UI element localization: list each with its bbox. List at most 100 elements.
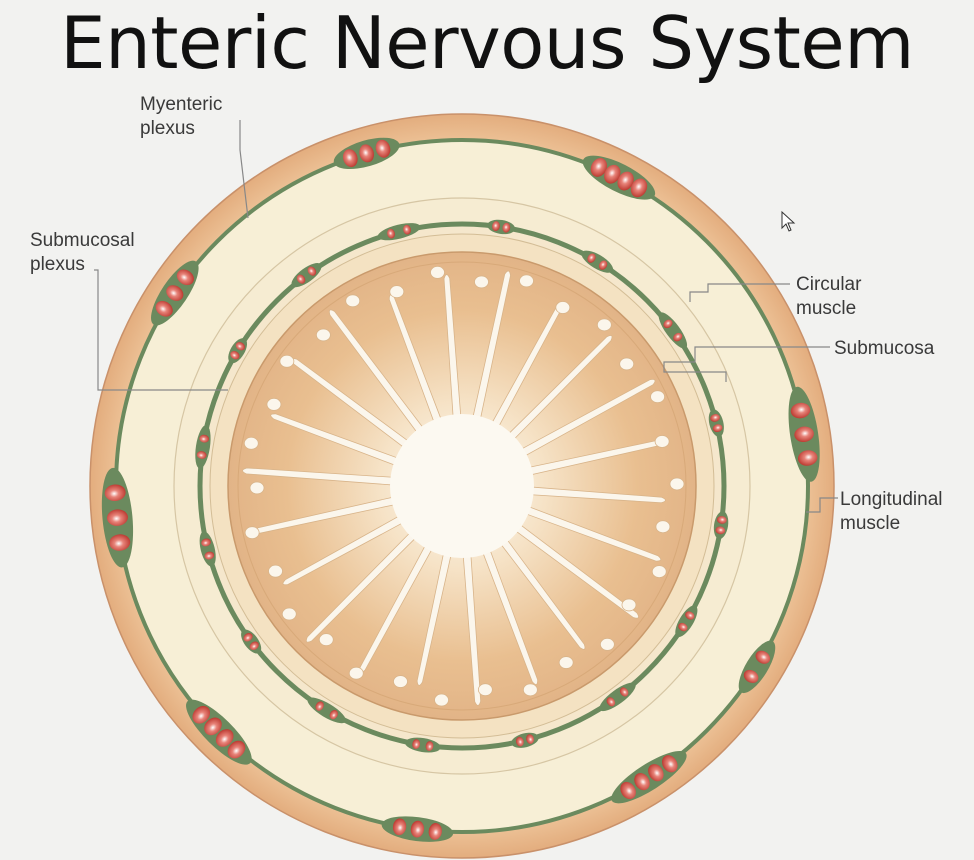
- crypt: [389, 285, 405, 299]
- ganglion: [186, 699, 252, 765]
- villus-fold: [500, 539, 586, 650]
- ganglion-cell: [235, 342, 245, 351]
- villus-fold: [282, 515, 404, 586]
- crypt: [599, 638, 615, 651]
- ganglion: [713, 511, 729, 540]
- ganglion-cell: [215, 729, 234, 747]
- ganglion-cell: [359, 144, 374, 163]
- ganglion: [241, 629, 262, 654]
- ganglion-cell: [176, 269, 194, 286]
- ganglion-cell: [619, 687, 629, 697]
- crypt: [279, 354, 295, 368]
- villus-fold: [462, 555, 482, 706]
- ganglion: [738, 640, 776, 694]
- ganglion-cell: [199, 434, 210, 443]
- ganglion-cell: [598, 260, 608, 270]
- ganglion-cell: [673, 332, 683, 342]
- ganglion-cell: [392, 818, 407, 836]
- ganglion-cell: [604, 164, 621, 184]
- ganglion-cell: [104, 484, 126, 502]
- crypt: [619, 357, 635, 371]
- ganglion-cell: [502, 222, 511, 233]
- ganglion-cell: [296, 274, 306, 284]
- ganglion-cell: [712, 424, 723, 433]
- ganglion-cell: [797, 450, 818, 466]
- villus-fold: [242, 467, 393, 486]
- submucosa-label: Submucosa: [834, 338, 935, 359]
- ganglion: [333, 137, 400, 170]
- ganglion-cell: [166, 285, 184, 301]
- ganglion-cell: [425, 741, 434, 751]
- ganglion-cell: [630, 178, 648, 198]
- ganglion-cell: [106, 509, 128, 526]
- villus-fold: [525, 506, 662, 562]
- ganglion-cell: [515, 736, 524, 747]
- villus-fold: [508, 335, 613, 440]
- ganglion-cell: [755, 650, 771, 664]
- ganglia: [101, 137, 820, 842]
- ganglion-cell: [790, 402, 811, 419]
- villus-fold: [305, 532, 416, 643]
- ganglion-cell: [526, 734, 534, 744]
- villus-fold: [416, 553, 452, 686]
- ganglion: [708, 409, 724, 437]
- ganglion-cell: [387, 228, 395, 239]
- ganglion: [405, 737, 441, 753]
- ganglion: [228, 338, 248, 364]
- ganglion-cell: [109, 534, 131, 551]
- ganglion-cell: [716, 516, 727, 524]
- ganglion-cell: [155, 301, 173, 317]
- ganglion-cell: [375, 139, 391, 158]
- ganglion-cell: [227, 740, 246, 759]
- ganglion: [307, 697, 346, 724]
- ganglion-cell: [204, 717, 222, 736]
- ganglion-cell: [428, 823, 442, 840]
- crypt: [318, 633, 334, 647]
- ganglion-cell: [617, 171, 634, 191]
- ganglion-cell: [620, 781, 636, 800]
- crypt: [558, 656, 574, 669]
- ganglion: [199, 531, 216, 567]
- ganglion-cell: [685, 611, 695, 620]
- crypt: [555, 301, 571, 314]
- crypt: [268, 564, 283, 578]
- crypt: [249, 481, 265, 495]
- circular-leader-line: [689, 283, 790, 302]
- crypt: [348, 666, 364, 680]
- ganglion: [599, 682, 636, 712]
- ganglion: [611, 750, 687, 804]
- ganglion-cell: [587, 253, 596, 263]
- ganglion-cell: [192, 705, 211, 724]
- ganglion-cell: [307, 266, 317, 276]
- crypt: [315, 328, 331, 342]
- villi-folds: [242, 265, 685, 707]
- villus-fold: [270, 413, 399, 466]
- crypt: [243, 436, 259, 450]
- villus-fold: [531, 486, 666, 504]
- crypt: [519, 274, 534, 288]
- ganglion-cell: [743, 669, 759, 683]
- ganglion-cell: [634, 773, 650, 791]
- ganglion: [195, 425, 211, 469]
- ganglion-cell: [315, 701, 324, 711]
- ganglion-cell: [590, 158, 608, 177]
- ganglion-cell: [342, 149, 358, 168]
- crypt: [474, 275, 489, 289]
- villus-fold: [520, 379, 656, 457]
- crypt: [477, 683, 493, 697]
- ganglion-cell: [678, 622, 688, 632]
- ganglion: [151, 260, 199, 326]
- crypt: [393, 675, 408, 688]
- ganglion-cell: [794, 426, 814, 443]
- ganglion: [511, 732, 539, 748]
- ganglion-cell: [410, 820, 425, 838]
- ganglion: [658, 312, 688, 349]
- submucosal-plexus-label: Submucosal plexus: [30, 230, 140, 275]
- ganglion-cell: [201, 538, 211, 547]
- ganglion-cell: [710, 414, 720, 422]
- ganglion-cell: [403, 224, 411, 235]
- crypt: [345, 294, 361, 308]
- crypt: [650, 390, 665, 404]
- ganglion: [581, 250, 614, 273]
